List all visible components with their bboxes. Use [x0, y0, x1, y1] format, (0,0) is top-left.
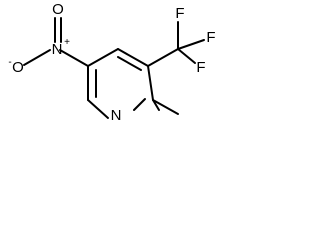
nitro-minus-label: -: [8, 57, 11, 68]
nitro-oxygen-left-label: O: [12, 59, 24, 76]
fluorine-right-label: F: [206, 29, 215, 46]
methyl-bond: [152, 99, 179, 115]
fluorine-bottom-label: F: [196, 59, 205, 76]
nitro-nitrogen-label: N: [52, 41, 63, 58]
ring-double-bond-c3-c4: [117, 56, 142, 71]
cf3-fluorine-right-bond: [177, 39, 205, 50]
nitro-oxygen-top-label: O: [52, 1, 64, 18]
chemical-structure: N N + O O - F F F: [8, 1, 215, 124]
ring-nitrogen-label: N: [111, 107, 122, 124]
cf3-bond: [147, 48, 179, 67]
nitro-bond: [59, 49, 89, 67]
ring-bond-c6-n1: [87, 99, 109, 119]
ring-bond-c2-c3: [147, 65, 154, 101]
fluorine-top-label: F: [175, 5, 184, 22]
nitro-oxygen-left-bond: [23, 49, 51, 66]
cf3-fluorine-bottom-bond: [177, 48, 196, 64]
ring-bond-c3-c4: [117, 48, 149, 67]
ring-double-bond-c2-n1: [133, 98, 146, 111]
ring-bond-c4-c5: [87, 48, 119, 67]
nitro-plus-label: +: [64, 37, 70, 48]
